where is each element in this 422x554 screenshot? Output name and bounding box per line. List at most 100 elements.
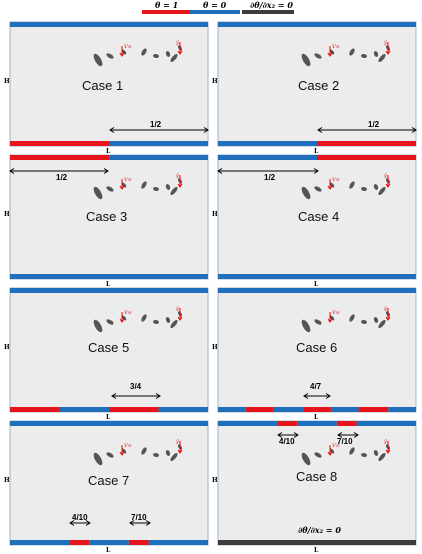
cold-wall-segment — [273, 407, 304, 412]
swimmer-shape — [329, 49, 335, 55]
height-label: H — [4, 344, 10, 351]
domain-diagram — [9, 154, 209, 280]
arrow-head — [177, 183, 183, 188]
arrow-head — [337, 432, 343, 438]
arrow-head — [119, 185, 125, 190]
swimmer-shape — [106, 452, 114, 458]
hot-wall-segment — [245, 407, 274, 412]
velocity-label: V∞ — [124, 44, 132, 50]
arrow-head — [129, 520, 135, 526]
swimmer-shape — [165, 184, 171, 190]
swimmer-label: ŷ — [384, 306, 387, 312]
velocity-label: V∞ — [124, 443, 132, 449]
velocity-label: V∞ — [332, 310, 340, 316]
hot-wall-segment — [10, 155, 109, 160]
domain-background — [217, 21, 417, 147]
domain-background — [9, 420, 209, 546]
adiabatic-wall-segment — [218, 540, 416, 545]
case-label: Case 3 — [86, 209, 128, 224]
length-label: L — [314, 414, 319, 421]
swimmer-shape — [314, 319, 322, 325]
hot-wall-segment — [109, 407, 159, 412]
swimmer-shape — [373, 51, 379, 57]
arrow-head — [385, 50, 391, 55]
swimmer-shape — [378, 186, 386, 196]
velocity-label: V∞ — [332, 177, 340, 183]
swimmer-shape — [314, 53, 322, 59]
arrow-head — [385, 316, 391, 321]
cold-wall-segment — [109, 155, 208, 160]
adiabatic-label: ∂θ/∂x₂ = 0 — [298, 525, 341, 535]
domain-diagram — [217, 420, 417, 546]
domain-background — [217, 420, 417, 546]
swimmer-shape — [93, 53, 103, 67]
swimmer-shape — [165, 51, 171, 57]
hot-wall-segment — [69, 540, 90, 545]
cold-wall-segment — [218, 421, 278, 426]
domain-diagram — [9, 21, 209, 147]
arrow-head — [313, 168, 319, 174]
arrow-head — [353, 432, 359, 438]
swimmer-shape — [361, 319, 367, 325]
domain-background — [217, 287, 417, 413]
swimmer-shape — [329, 448, 335, 454]
swimmer-shape — [301, 452, 311, 466]
swimmer-shape — [93, 452, 103, 466]
swimmer-shape — [314, 186, 322, 192]
dimension-label: 1/2 — [56, 173, 68, 182]
swimmer-shape — [170, 319, 178, 329]
swimmer-shape — [106, 53, 114, 59]
arrow-head — [177, 316, 183, 321]
case-label: Case 5 — [88, 340, 130, 355]
arrow-head — [217, 168, 223, 174]
dimension-label: 7/10 — [337, 437, 353, 446]
case-label: Case 8 — [296, 469, 338, 484]
height-label: H — [4, 78, 10, 85]
cold-wall-segment — [218, 274, 416, 279]
swimmer-shape — [301, 319, 311, 333]
arrow-head — [145, 520, 151, 526]
legend-cold-swatch — [190, 10, 240, 14]
swimmer-shape — [361, 186, 367, 192]
cold-wall-segment — [10, 22, 208, 27]
swimmer-shape — [121, 182, 127, 188]
arrow-head — [327, 185, 333, 190]
hot-wall-segment — [317, 141, 416, 146]
cold-wall-segment — [218, 407, 246, 412]
cold-wall-segment — [10, 288, 208, 293]
height-label: H — [212, 477, 218, 484]
swimmer-shape — [106, 186, 114, 192]
cold-wall-segment — [109, 141, 208, 146]
cold-wall-segment — [388, 407, 416, 412]
swimmer-shape — [349, 314, 355, 322]
case-label: Case 2 — [298, 78, 340, 93]
height-label: H — [4, 211, 10, 218]
legend-cold-label: θ = 0 — [203, 0, 227, 10]
velocity-label: V∞ — [124, 310, 132, 316]
swimmer-shape — [361, 452, 367, 458]
arrow-head — [385, 183, 391, 188]
arrow-head — [69, 520, 75, 526]
swimmer-shape — [93, 319, 103, 333]
arrow-head — [277, 432, 283, 438]
swimmer-shape — [301, 53, 311, 67]
swimmer-shape — [378, 452, 386, 462]
height-label: H — [212, 344, 218, 351]
swimmer-shape — [121, 315, 127, 321]
dimension-label: 4/10 — [72, 513, 88, 522]
arrow-head — [155, 393, 161, 399]
swimmer-shape — [153, 452, 159, 458]
length-label: L — [106, 281, 111, 288]
swimmer-shape — [121, 448, 127, 454]
cold-wall-segment — [148, 540, 208, 545]
legend-adiabatic-swatch — [242, 10, 294, 14]
swimmer-label: ŷ — [176, 306, 179, 312]
hot-wall-segment — [277, 421, 298, 426]
swimmer-label: ŷ — [384, 439, 387, 445]
swimmer-shape — [141, 447, 147, 455]
swimmer-shape — [349, 181, 355, 189]
